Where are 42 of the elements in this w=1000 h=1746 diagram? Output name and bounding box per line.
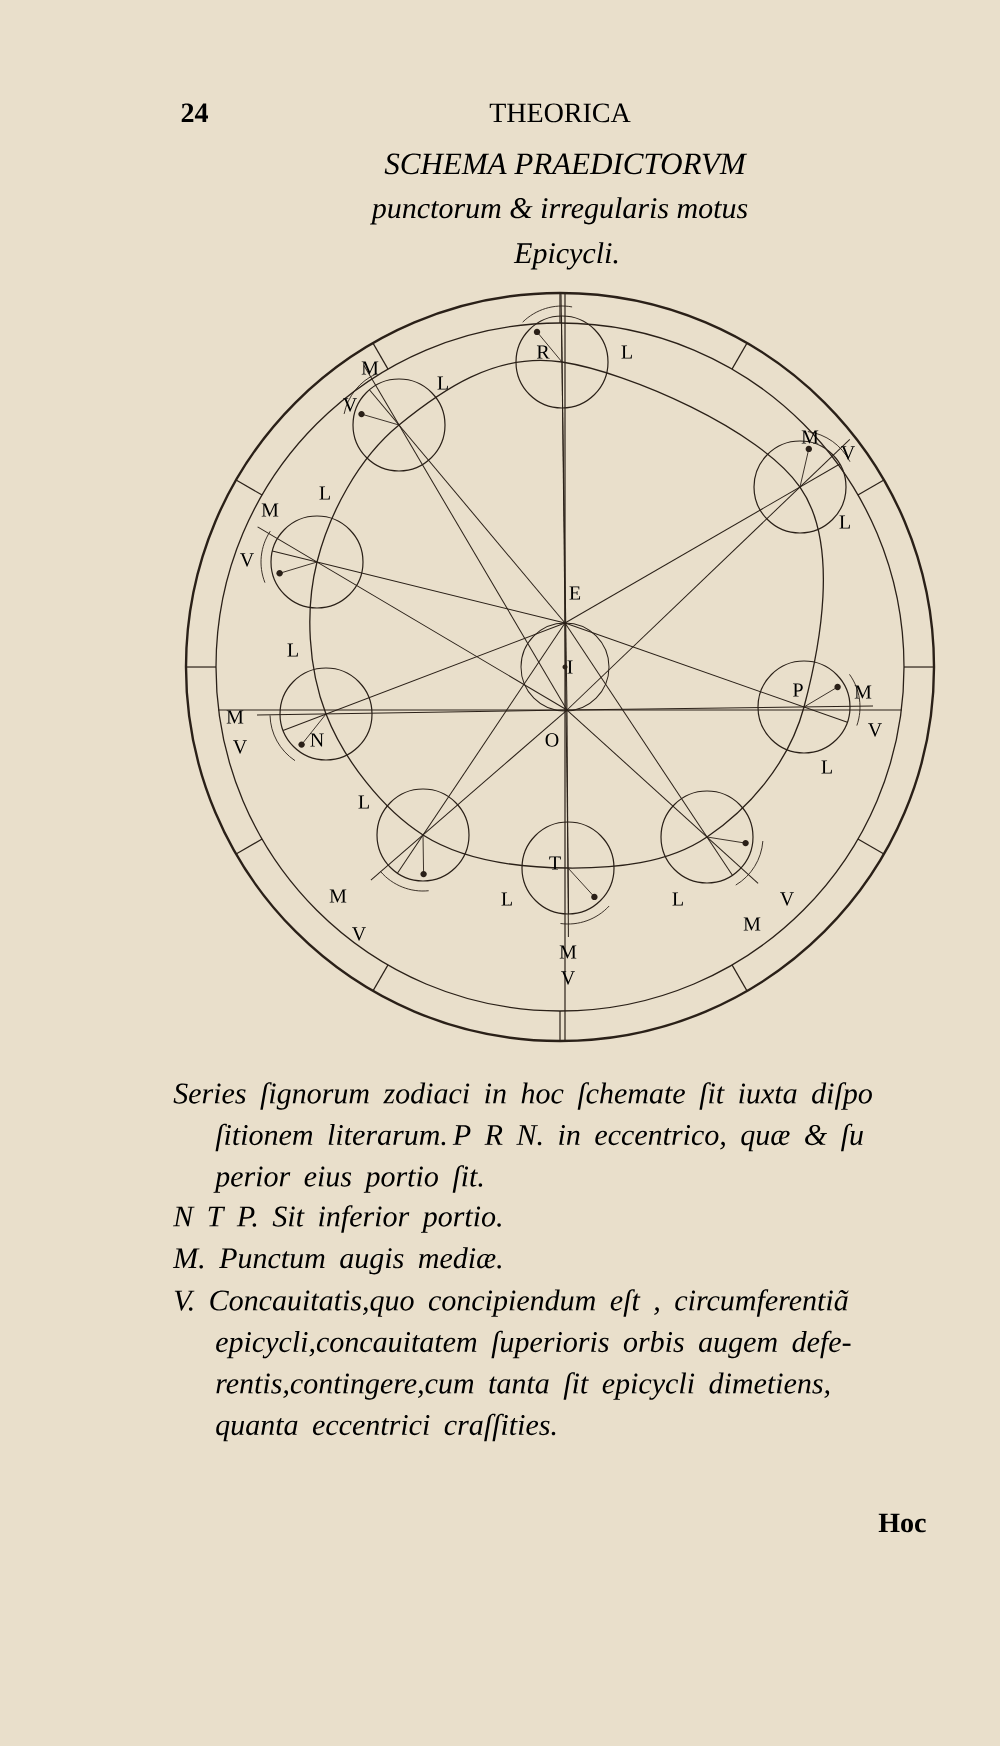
point-letter: V (868, 723, 882, 737)
point-letter: M (361, 361, 379, 375)
page-number: 24 (181, 103, 208, 122)
explanation-paragraph: N T P. Sit inferior portio. (173, 1205, 501, 1233)
point-letter: L (319, 486, 330, 500)
point-letter: V (240, 553, 254, 567)
point-letter: L (501, 892, 512, 906)
point-letter: M (801, 430, 819, 444)
point-letter: M (854, 685, 872, 699)
point-letter: I (567, 660, 573, 674)
figure-title: SCHEMA PRAEDICTORVM (384, 153, 748, 175)
point-letter: V (343, 398, 357, 412)
point-letter: L (437, 376, 448, 390)
point-letter: L (821, 760, 832, 774)
point-letter: V (841, 446, 855, 460)
point-letter: M (559, 945, 577, 959)
point-letter: T (549, 856, 561, 870)
point-letter: N (310, 733, 324, 747)
explanation-paragraph: M. Punctum augis mediæ. (172, 1247, 501, 1275)
point-letter: V (233, 740, 247, 754)
point-letter: M (743, 917, 761, 931)
catchword: Hoc (878, 1513, 926, 1533)
point-letter: L (839, 515, 850, 529)
point-letter: L (621, 345, 632, 359)
running-head: THEORICA (489, 103, 631, 123)
point-letter: L (358, 795, 369, 809)
point-letter: R (536, 345, 550, 359)
point-letter: L (287, 643, 298, 657)
figure-title: punctorum & irregularis motus (370, 197, 748, 225)
figure-title: Epicycli. (513, 242, 618, 270)
point-letter: L (672, 892, 683, 906)
explanation-paragraph: Series ſignorum zodiaci in hoc ſchemate ſit iuxta diſpo ſitionem literarum. P R N. in eccentrico, quæ & ſu perior eius portio ſit. (173, 1082, 872, 1193)
point-letter: V (780, 892, 794, 906)
point-letter: O (545, 733, 559, 747)
point-letter: E (569, 586, 581, 600)
point-letter: V (352, 927, 366, 941)
point-letter: P (793, 683, 803, 697)
point-letter: M (329, 889, 347, 903)
point-letter: M (261, 503, 279, 517)
point-letter: V (561, 971, 575, 985)
point-letter: M (226, 710, 244, 724)
explanation-paragraph: V. Concauitatis,quo concipiendum eſt , circumferentiã epicycli,concauitatem ſuperioris orbis augem defe- rentis,contingere,cum tanta ſit epicycli dimetiens, quanta eccentrici craſſities. (174, 1289, 851, 1442)
